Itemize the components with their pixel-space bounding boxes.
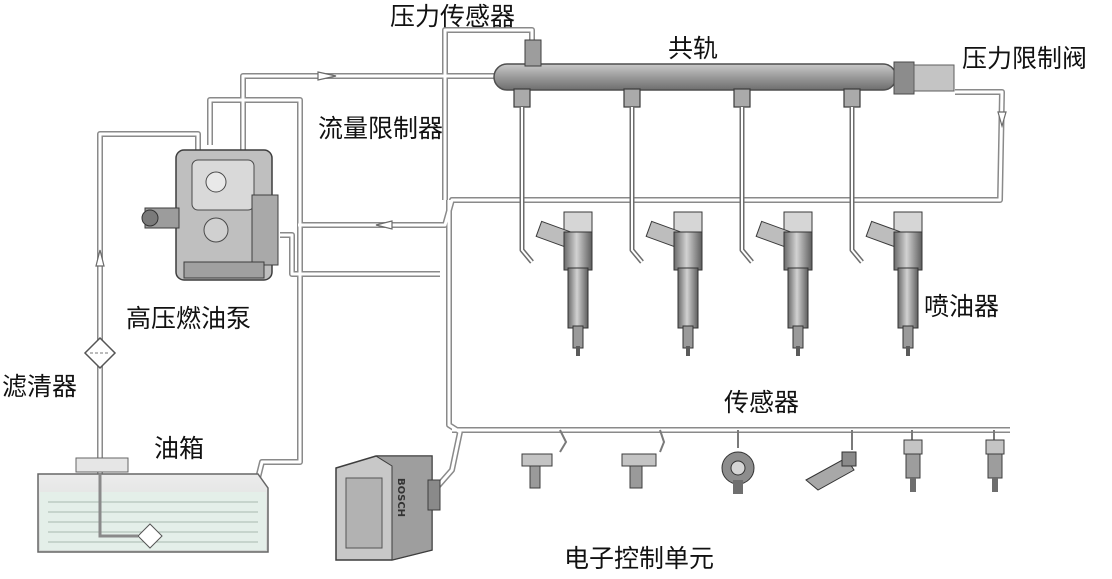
label-sensors: 传感器	[724, 388, 800, 417]
arrow-to-rail	[317, 71, 337, 81]
return-line	[298, 89, 1005, 228]
sensor-4	[805, 451, 857, 491]
sensors	[521, 439, 1005, 494]
high-pressure-pump	[141, 149, 279, 281]
injector-4	[865, 211, 923, 356]
sensor-2	[621, 453, 657, 489]
arrow-up-filter	[95, 249, 105, 267]
ecu-unit: BOSCH	[335, 455, 441, 561]
label-injector: 喷油器	[924, 292, 1000, 321]
pressure-sensor-wire	[442, 27, 535, 200]
label-filter: 滤清器	[2, 372, 78, 401]
label-fuel-tank: 油箱	[154, 434, 205, 463]
label-high-pressure-pump: 高压燃油泵	[126, 304, 252, 333]
injector-3	[755, 211, 813, 356]
injector-1	[535, 211, 593, 356]
tank-strainer	[137, 523, 163, 549]
label-pressure-sensor: 压力传感器	[390, 2, 516, 31]
label-pressure-limit-valve: 压力限制阀	[962, 44, 1088, 73]
arrow-return	[375, 220, 393, 230]
fuel-filter	[83, 336, 117, 370]
injector-2	[645, 211, 703, 356]
label-flow-limiter: 流量限制器	[318, 114, 444, 143]
fuel-tank	[37, 457, 269, 553]
sensor-1	[521, 453, 553, 489]
sensor-3	[721, 451, 755, 494]
label-ecu: 电子控制单元	[564, 544, 715, 573]
arrow-down-valve	[997, 111, 1007, 129]
label-common-rail: 共轨	[668, 34, 719, 63]
flow-arrows	[95, 71, 1007, 267]
ecu-brand-text: BOSCH	[395, 478, 406, 517]
pump-wire	[280, 232, 440, 277]
common-rail	[493, 39, 955, 108]
injectors	[535, 211, 923, 356]
sensor-6	[985, 439, 1005, 492]
sensor-drops	[559, 429, 995, 453]
sensor-5	[903, 439, 923, 492]
